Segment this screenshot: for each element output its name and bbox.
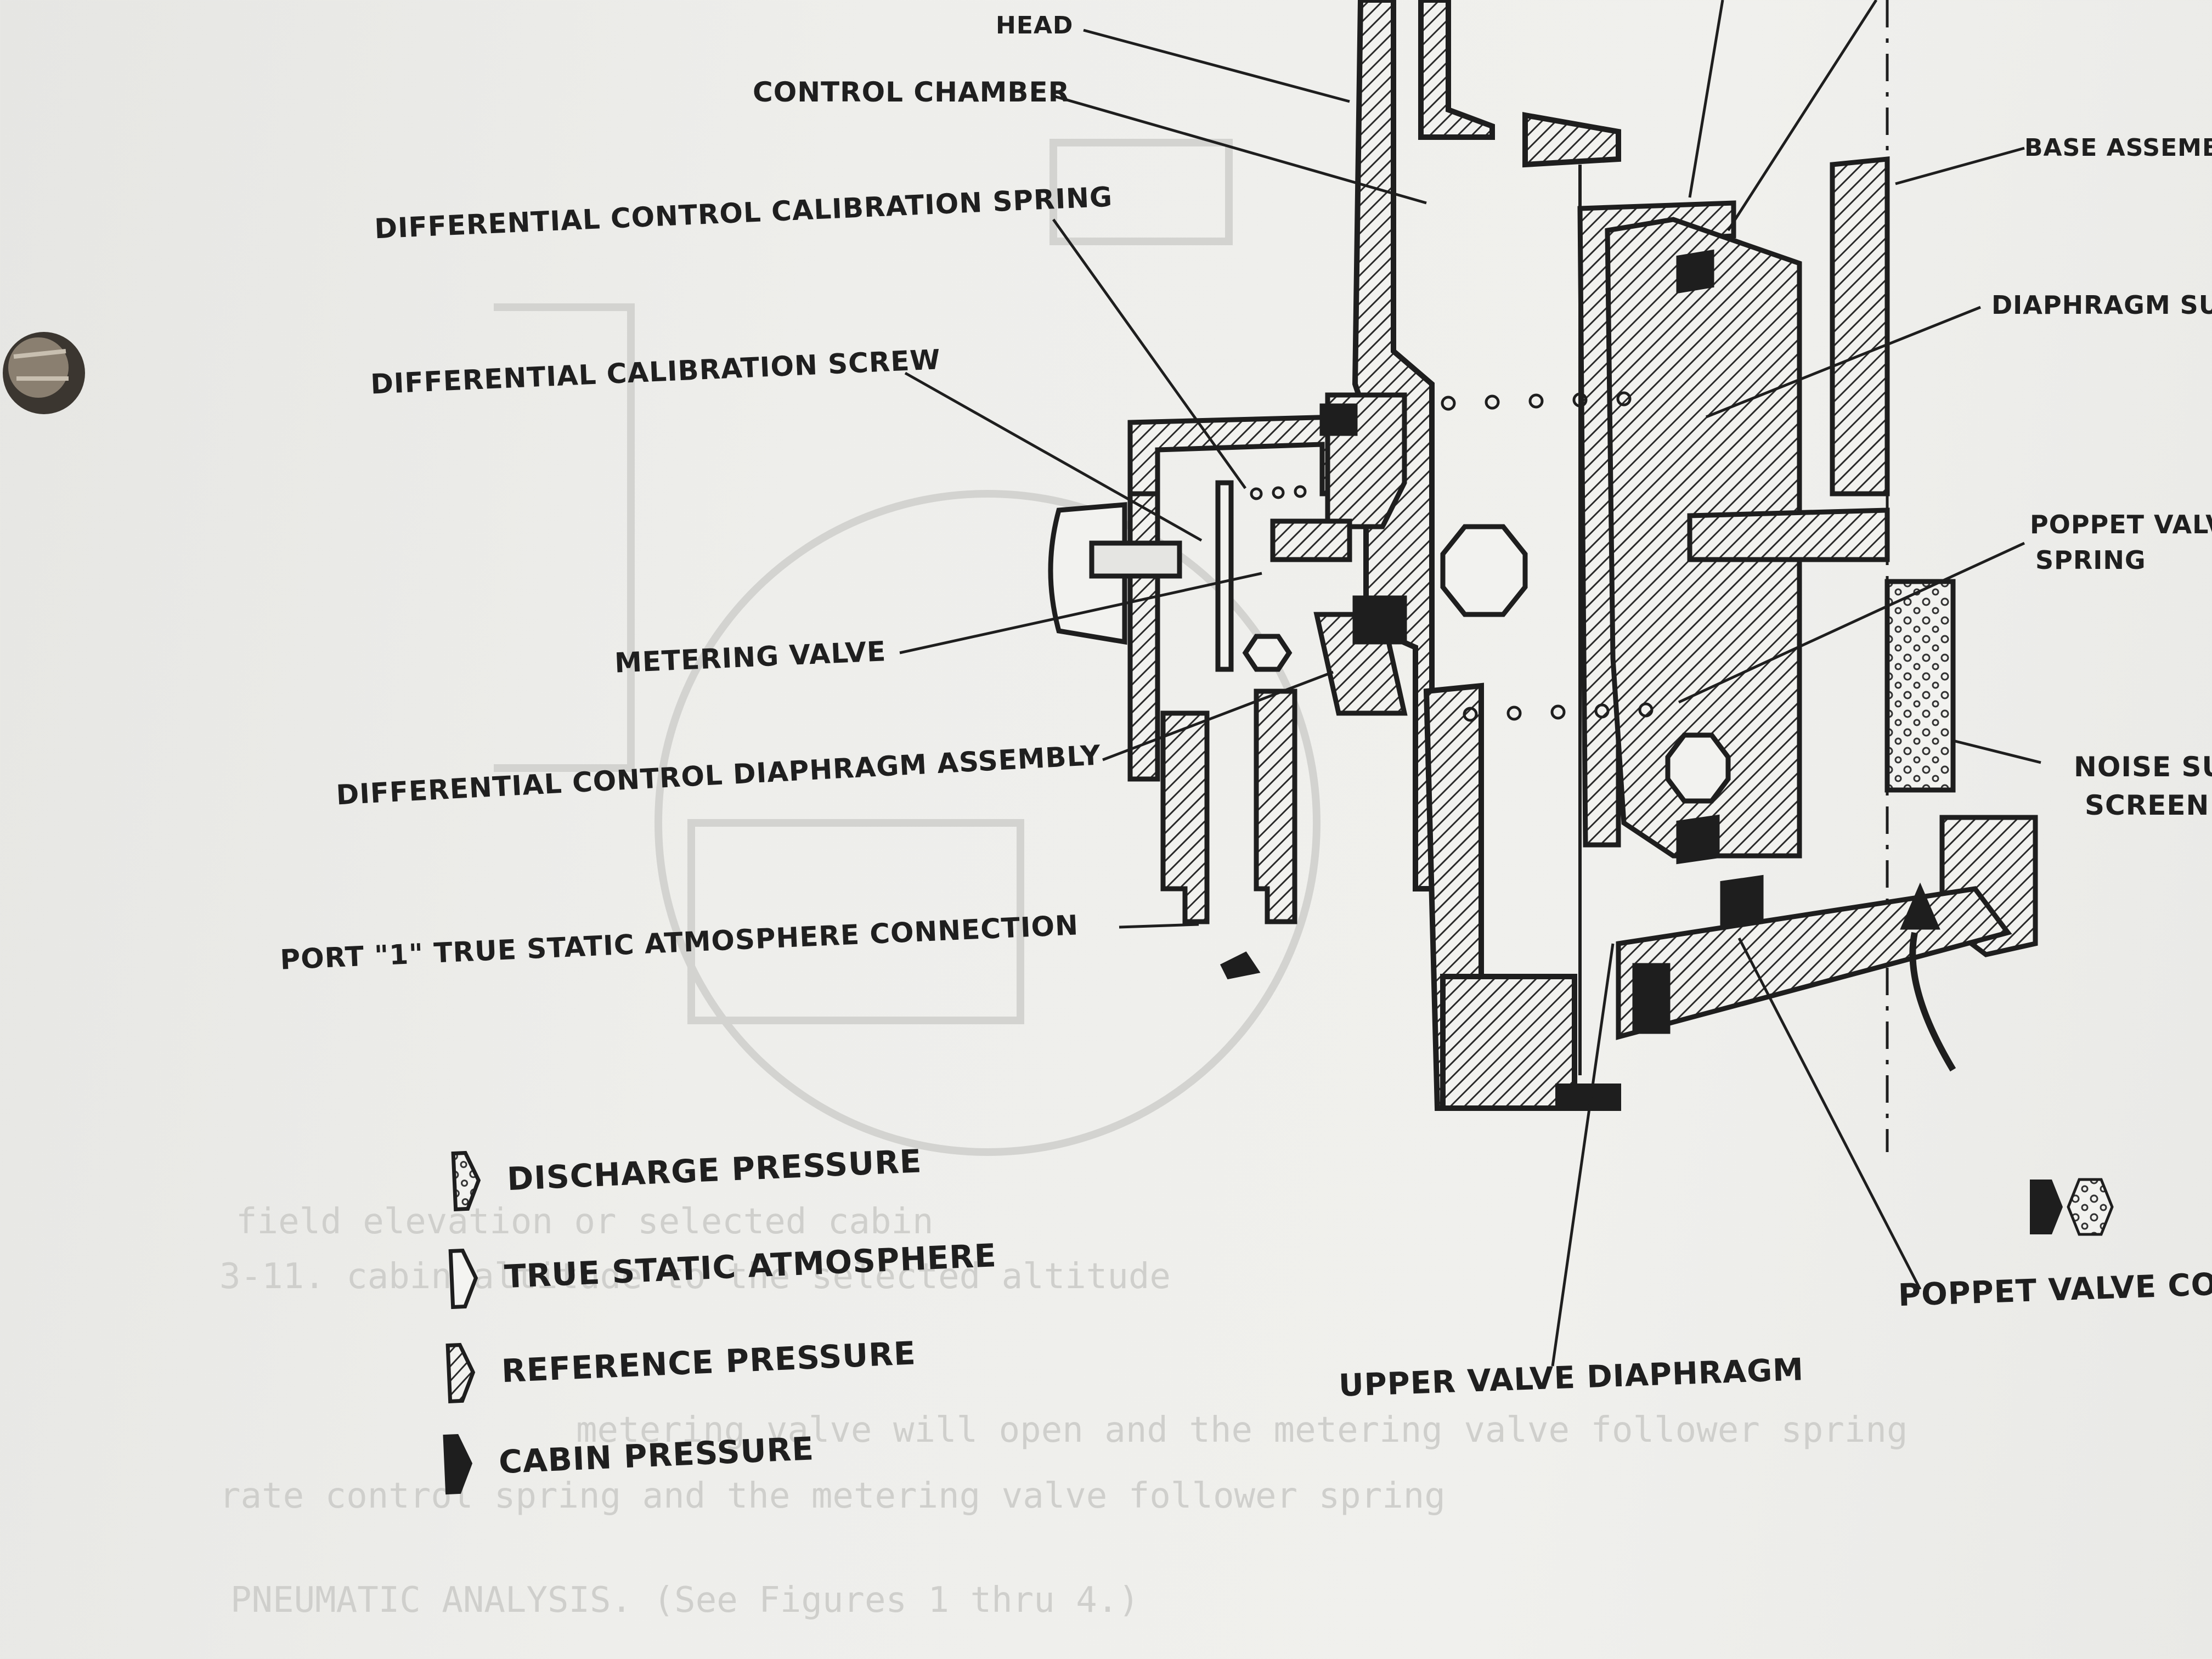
hatched-arrow-icon [445, 1342, 476, 1404]
label-diaphragm-support: DIAPHRAGM SU [1991, 290, 2212, 320]
legend-label: TRUE STATIC ATMOSPHERE [503, 1237, 997, 1296]
label-base-assembly: BASE ASSEMBL [2024, 134, 2212, 162]
check-valve-symbols [1220, 524, 1731, 980]
legend-label: DISCHARGE PRESSURE [506, 1142, 923, 1198]
dotted-arrow-icon [451, 1150, 481, 1212]
punch-hole [3, 332, 85, 414]
show-through-drawing [494, 139, 1321, 1156]
poppet-valve-assembly [1577, 156, 2038, 1072]
show-through-line: PNEUMATIC ANALYSIS. (See Figures 1 thru … [230, 1580, 1139, 1621]
label-screen: SCREEN [2085, 789, 2210, 821]
legend-label: REFERENCE PRESSURE [500, 1334, 917, 1390]
legend-cabin-pressure: CABIN PRESSURE [441, 1418, 815, 1495]
legend-reference-pressure: REFERENCE PRESSURE [443, 1323, 917, 1404]
label-control-chamber: CONTROL CHAMBER [753, 76, 1070, 108]
legend-discharge-pressure: DISCHARGE PRESSURE [449, 1131, 923, 1212]
open-arrow-icon [448, 1248, 478, 1310]
show-through-line: 3-11. cabin altitude to the selected alt… [219, 1256, 1171, 1297]
show-through-line: field elevation or selected cabin [236, 1201, 934, 1242]
legend-fragment [2030, 1178, 2114, 1236]
show-through-line: metering valve will open and the meterin… [576, 1410, 1908, 1451]
legend-true-static-atmosphere: TRUE STATIC ATMOSPHERE [446, 1225, 998, 1310]
label-noise-suppressor: NOISE SU [2074, 751, 2212, 783]
port-holes [1250, 391, 1654, 722]
solid-arrow-icon [443, 1434, 473, 1495]
label-head: HEAD [996, 12, 1074, 40]
label-spring: SPRING [2035, 545, 2146, 575]
leader-lines [899, 0, 2041, 1367]
show-through-line: rate control spring and the metering val… [219, 1476, 1446, 1516]
legend-label: CABIN PRESSURE [498, 1430, 815, 1481]
label-poppet-valve: POPPET VALV [2030, 510, 2212, 539]
metering-valve-housing [1048, 392, 1408, 924]
